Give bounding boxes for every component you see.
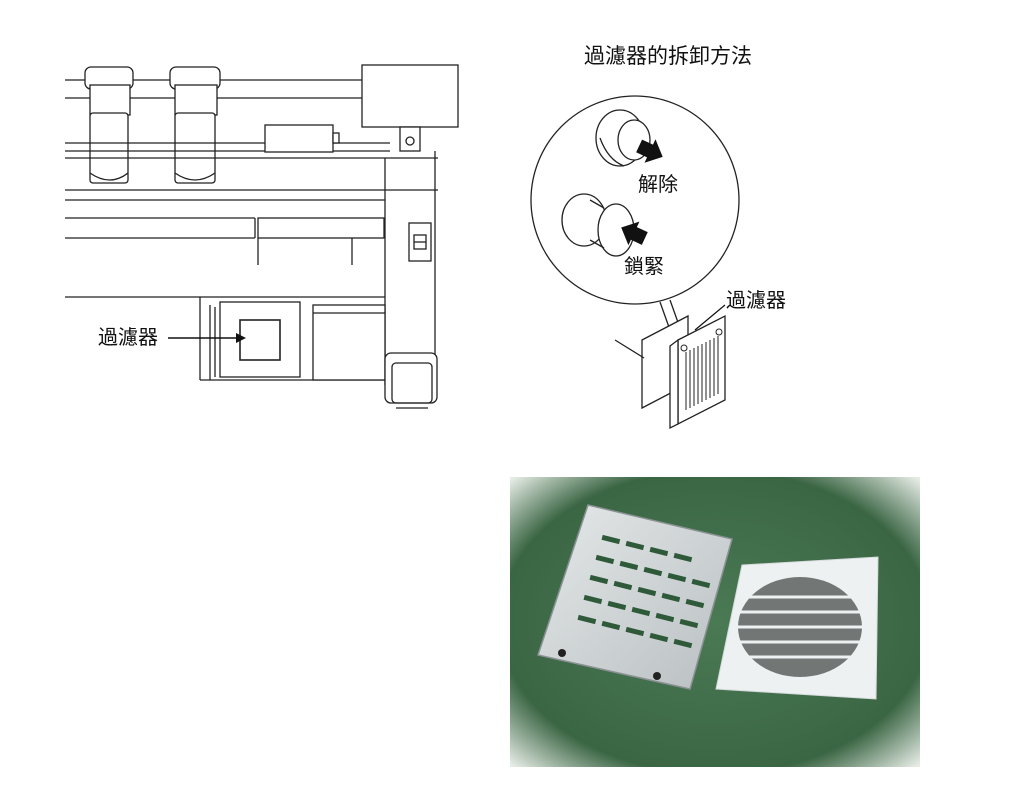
cover-screw-left <box>680 344 688 352</box>
lock-arrow-icon <box>621 221 648 246</box>
filter-label-detail: 過濾器 <box>726 288 786 312</box>
removal-line-drawing <box>530 95 740 430</box>
filter-pointer-arrowhead <box>236 333 246 343</box>
machine-diagram: 過濾器 <box>60 55 460 420</box>
removal-title: 過濾器的拆卸方法 <box>584 44 752 68</box>
filter-photo <box>510 477 920 767</box>
detail-filter-pointer <box>694 304 726 331</box>
filter-label-machine: 過濾器 <box>98 325 158 349</box>
filter-sponge <box>715 556 879 700</box>
metal-filter-cover <box>537 504 733 690</box>
lock-label: 鎖緊 <box>624 254 664 278</box>
cover-screw-right <box>715 328 723 336</box>
machine-line-drawing <box>65 64 459 409</box>
release-label: 解除 <box>638 172 678 196</box>
cover-vents <box>685 336 719 410</box>
release-arrow-icon <box>636 139 663 163</box>
filter-photo-image <box>510 477 920 767</box>
filter-removal-diagram: 過濾器的拆卸方法 <box>520 40 820 430</box>
